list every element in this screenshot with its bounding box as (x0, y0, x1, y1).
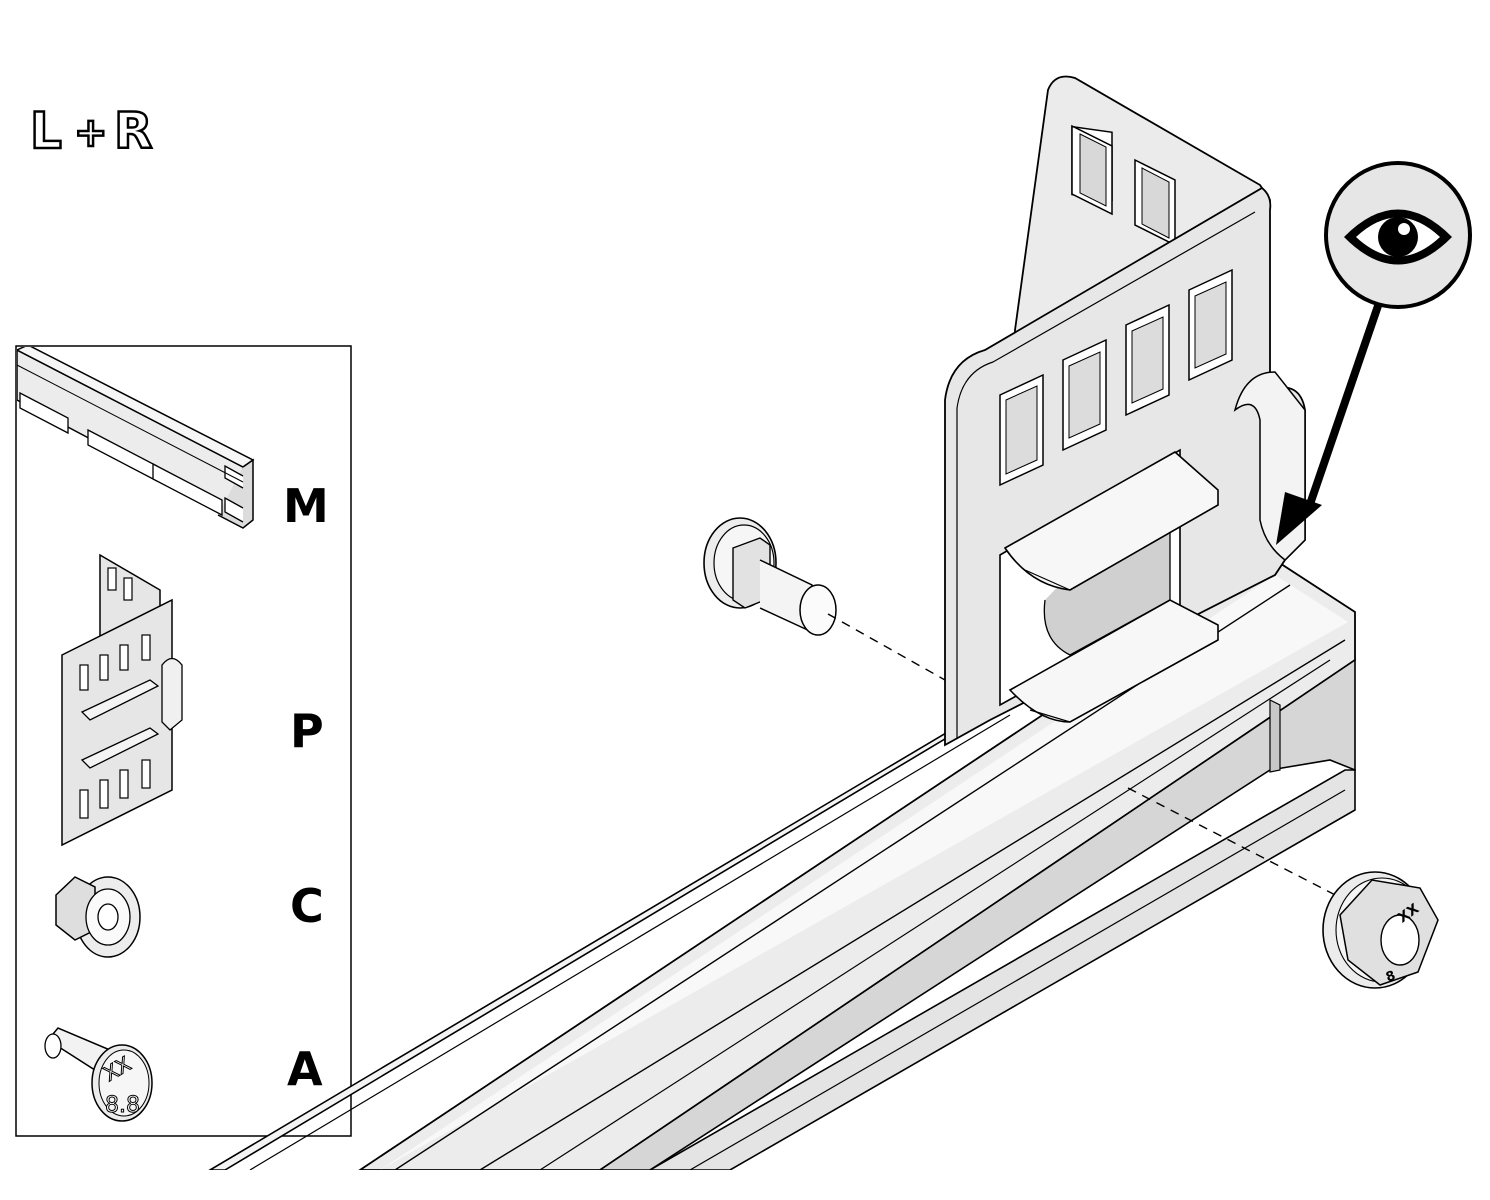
rail-profile-icon (17, 347, 255, 529)
callout-arrow-head (1276, 492, 1322, 545)
parts-legend: M P C (15, 345, 352, 1137)
flange-nut-icon (55, 876, 141, 958)
legend-label-p: P (290, 704, 324, 758)
carriage-bolt-icon: XX 8.8 (44, 1027, 153, 1122)
rail-part-m (208, 558, 1356, 1170)
orientation-left: L (30, 102, 62, 160)
flange-nut-part-c: XX 8 (1322, 871, 1439, 989)
eye-icon (1324, 161, 1472, 309)
callout-arrow-shaft (1304, 298, 1384, 512)
orientation-right: R (114, 102, 153, 160)
legend-label-c: C (290, 879, 324, 933)
orientation-label: L + R (29, 101, 154, 162)
nut-axis-line (1127, 787, 1346, 901)
carriage-bolt-part-a (703, 517, 837, 636)
view-callout (1276, 161, 1472, 545)
bolt-axis-line (827, 613, 946, 681)
legend-label-a: A (287, 1042, 323, 1096)
legend-bolt-marking-bottom: 8.8 (105, 1093, 140, 1118)
bracket-plate-icon (61, 553, 183, 847)
orientation-plus: + (74, 110, 108, 156)
bracket-part-p (944, 75, 1306, 747)
main-assembly: XX 8 (208, 75, 1439, 1170)
legend-label-m: M (283, 479, 329, 533)
